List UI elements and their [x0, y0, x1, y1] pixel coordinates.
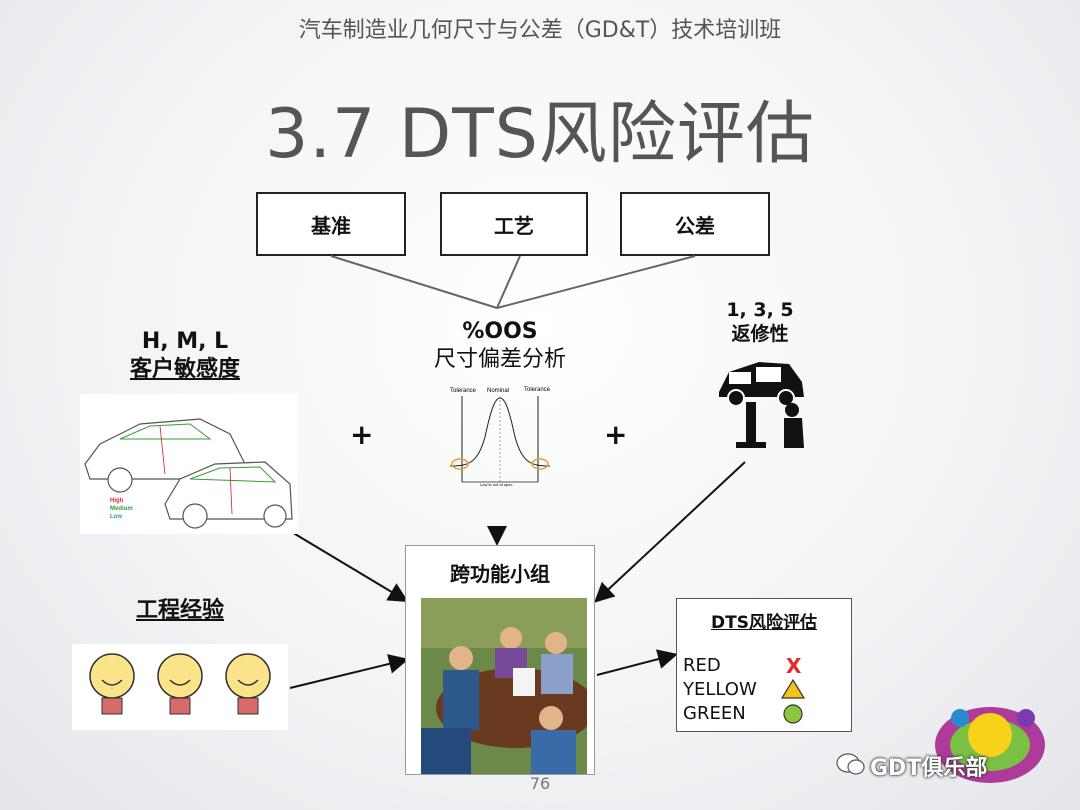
plus-sign: + — [604, 418, 628, 451]
distribution-curve: Tolerance Nominal Tolerance Low to out o… — [449, 387, 551, 487]
rating-yellow-label: YELLOW — [683, 679, 757, 700]
repair-code: 1, 3, 5 — [726, 299, 794, 321]
oos-label: %OOS 尺寸偏差分析 — [400, 318, 600, 374]
sensitivity-label: H, M, L 客户敏感度 — [100, 328, 270, 384]
car-illustration: High Medium Low — [80, 394, 298, 534]
sensitivity-code: H, M, L — [141, 329, 229, 354]
legend-high: High — [110, 498, 124, 504]
oos-subtitle: 尺寸偏差分析 — [433, 347, 566, 372]
page-number: 76 — [529, 774, 551, 793]
tolerance-connector — [496, 255, 696, 309]
plus-sign: + — [350, 418, 374, 451]
dts-result-box — [676, 598, 852, 732]
pdca-logo-icon — [935, 707, 1045, 783]
green-circle-icon — [783, 704, 803, 724]
out-of-spec-label: Low to out of spec — [480, 482, 512, 487]
watermark-text: GDT俱乐部 — [870, 756, 988, 781]
team-label: 跨功能小组 — [450, 562, 550, 586]
legend-low: Low — [110, 514, 122, 520]
output-arrow — [596, 649, 678, 676]
team-meeting-image — [421, 598, 587, 774]
tolerance-right-label: Tolerance — [524, 387, 551, 393]
wechat-icon — [836, 753, 865, 775]
lightbulb-illustration — [72, 644, 288, 730]
process-connector — [496, 255, 521, 309]
tolerance-box: 公差 — [620, 192, 770, 256]
repair-text: 返修性 — [731, 323, 789, 345]
repair-label: 1, 3, 5 返修性 — [700, 298, 820, 346]
process-box: 工艺 — [440, 192, 588, 256]
red-x-icon: X — [786, 654, 802, 678]
sensitivity-text: 客户敏感度 — [129, 357, 240, 382]
dts-title: DTS风险评估 — [711, 613, 817, 633]
legend-medium: Medium — [110, 506, 133, 512]
rating-green-label: GREEN — [683, 703, 746, 724]
yellow-triangle-icon — [780, 678, 806, 699]
lightbulb-icon — [89, 653, 271, 715]
datum-box: 基准 — [256, 192, 406, 256]
nominal-label: Nominal — [487, 388, 509, 394]
datum-connector — [330, 255, 498, 309]
rating-red-label: RED — [683, 655, 721, 676]
car-icon: High Medium Low — [84, 418, 293, 529]
tolerance-left-label: Tolerance — [450, 388, 477, 394]
oos-title: %OOS — [462, 319, 538, 344]
slide-title: 3.7 DTS风险评估 — [265, 95, 815, 174]
course-header: 汽车制造业几何尺寸与公差（GD&T）技术培训班 — [298, 18, 782, 43]
experience-label: 工程经验 — [135, 598, 224, 623]
sensitivity-arrow — [284, 527, 409, 603]
car-lift-icon — [719, 362, 804, 448]
repair-arrow — [594, 461, 746, 603]
experience-arrow — [289, 654, 409, 689]
